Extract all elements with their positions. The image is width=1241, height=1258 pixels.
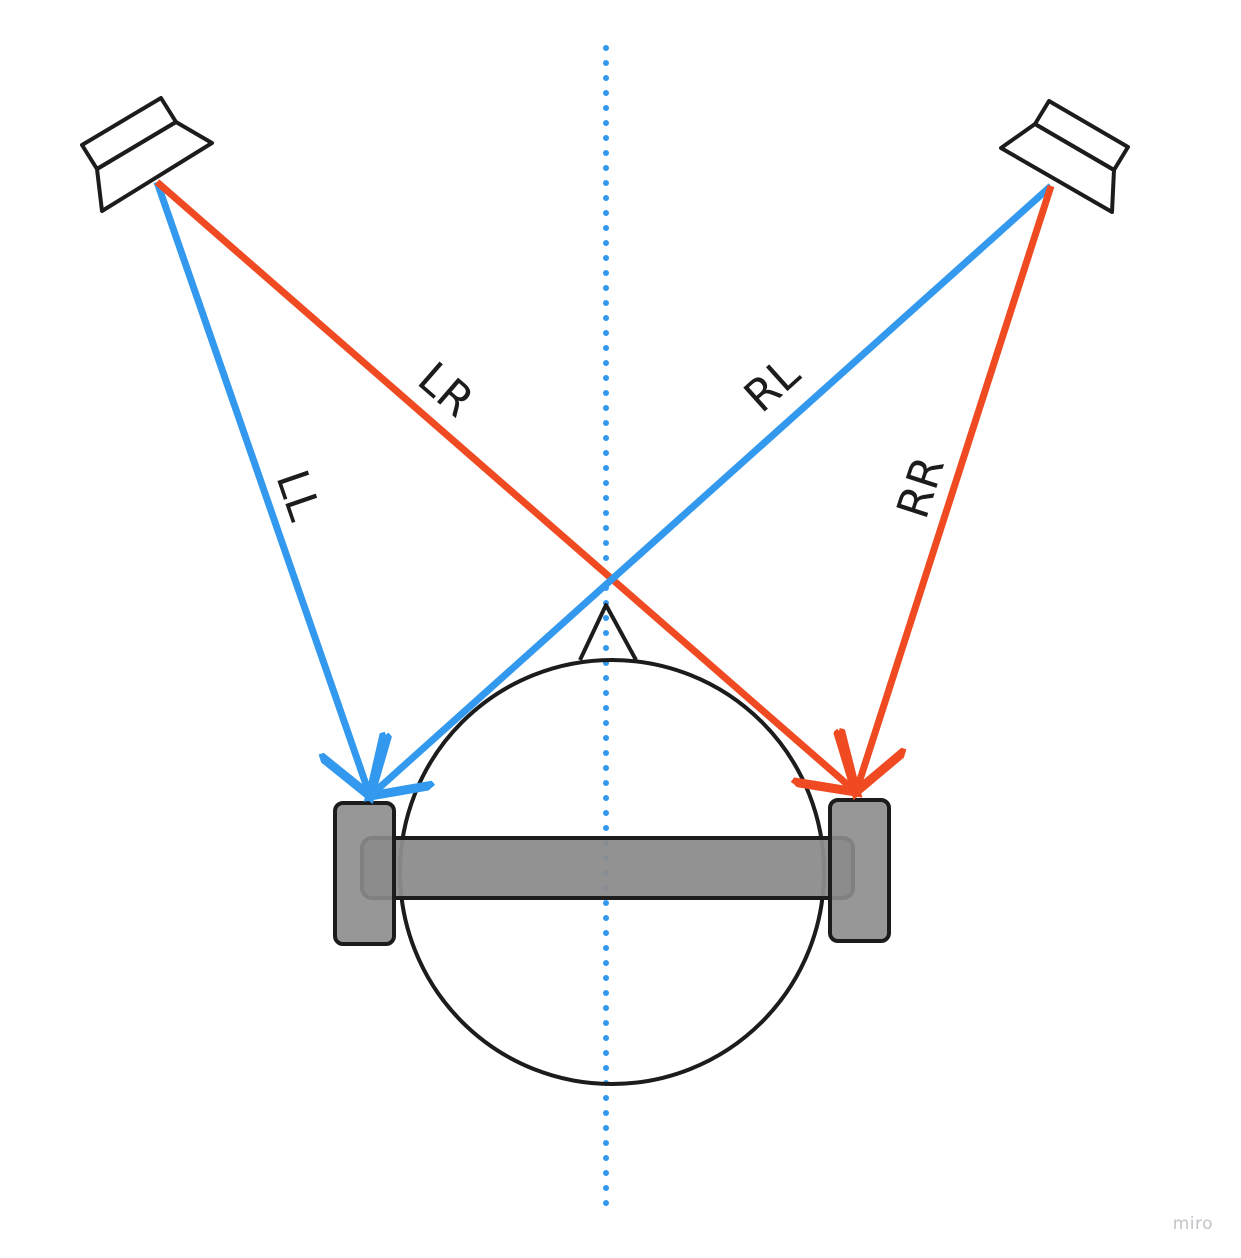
- path-rr: [856, 184, 1055, 792]
- path-lr: [154, 179, 856, 792]
- headphone-headband: [360, 836, 855, 900]
- listener-nose-icon: [578, 603, 638, 661]
- left-speaker-icon: [80, 96, 214, 213]
- right-ear-cup: [828, 798, 891, 943]
- miro-watermark: miro: [1172, 1214, 1213, 1234]
- path-ll: [153, 180, 370, 796]
- right-speaker-icon: [999, 99, 1130, 214]
- left-ear-cup: [333, 801, 396, 946]
- path-rl: [370, 183, 1054, 796]
- label-lr: LR: [408, 353, 483, 428]
